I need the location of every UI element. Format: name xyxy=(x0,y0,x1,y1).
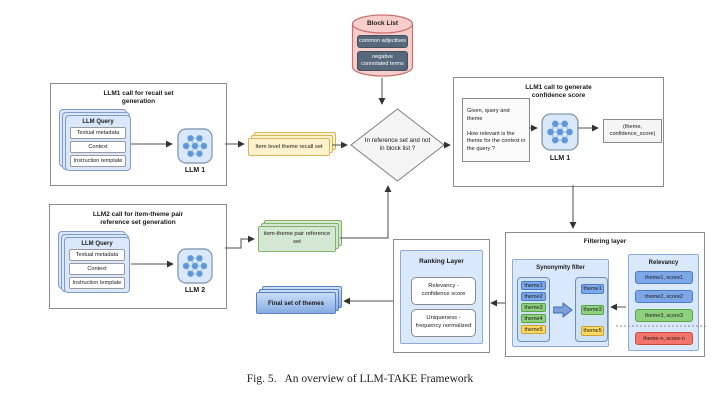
prompt-box: Given, query and theme How relevant is t… xyxy=(462,98,530,162)
ranking-uniqueness-item: Uniqueness - frequency normalized xyxy=(411,309,476,337)
filtering-layer-title: Filtering layer xyxy=(583,238,627,245)
llm1-label: LLM 1 xyxy=(184,167,206,174)
reference-set-box-title: LLM2 call for item-theme pair reference … xyxy=(92,211,184,227)
block-list-title: Block List xyxy=(366,20,399,27)
synonymity-filter-panel: Synonymity filter theme1 theme2 theme3 t… xyxy=(512,259,609,347)
theme-score-chip: theme1, score1 xyxy=(635,271,693,284)
block-list-item: common adjectives xyxy=(357,35,408,48)
llm2-network-icon xyxy=(177,248,213,284)
query-row-instruction-template: Instruction template xyxy=(70,155,126,167)
theme-score-chip: theme-n, score-n xyxy=(635,332,693,345)
figure-caption: Fig. 5. An overview of LLM-TAKE Framewor… xyxy=(246,373,474,385)
synonymity-filter-title: Synonymity filter xyxy=(536,265,585,271)
llm1-label: LLM 1 xyxy=(549,155,571,162)
llm-query-title: LLM Query xyxy=(82,119,114,125)
llm2-label: LLM 2 xyxy=(184,287,206,294)
query-row-context: Context xyxy=(69,263,125,275)
theme-chip: theme5 xyxy=(581,326,604,336)
item-theme-pair-reference-set: item-theme pair reference set xyxy=(258,220,344,254)
ranking-layer-panel: Ranking Layer Relevancy - confidence sco… xyxy=(400,250,483,344)
query-row-textual-metadata: Textual metadata xyxy=(70,127,126,139)
decision-text: In reference set and not in block list ? xyxy=(364,137,431,152)
llm1-network-icon xyxy=(541,113,579,151)
final-set-label: Final set of themes xyxy=(256,292,336,314)
confidence-score-box: LLM1 call to generate confidence score G… xyxy=(453,77,664,187)
synonymity-output-box: theme1 theme3 theme5 xyxy=(575,277,608,342)
reference-set-box: LLM2 call for item-theme pair reference … xyxy=(49,204,227,309)
reference-set-label: item-theme pair reference set xyxy=(258,226,336,252)
theme-score-chip: theme3, score3 xyxy=(635,309,693,322)
ranking-layer-title: Ranking Layer xyxy=(419,258,464,265)
llm-query-stack: LLM Query Textual metadata Context Instr… xyxy=(59,109,131,171)
final-set-of-themes: Final set of themes xyxy=(256,286,342,316)
theme-chip: theme3 xyxy=(521,303,546,312)
query-row-instruction-template: Instruction template xyxy=(69,277,125,289)
recall-set-box-title: LLM1 call for recall set generation xyxy=(103,90,174,106)
query-row-context: Context xyxy=(70,141,126,153)
decision-diamond: In reference set and not in block list ? xyxy=(350,108,445,182)
theme-confidence-output: (theme, confidence_score) xyxy=(603,119,662,143)
recall-set-box: LLM1 call for recall set generation LLM … xyxy=(50,83,227,186)
confidence-box-title: LLM1 call to generate confidence score xyxy=(525,84,592,100)
theme-score-chip: theme2, score2 xyxy=(635,290,693,303)
relevancy-title: Relevancy xyxy=(648,260,679,266)
block-list-cylinder: Block List common adjectives negative co… xyxy=(351,13,414,78)
item-level-theme-recall-set: Item level theme recall set xyxy=(248,132,338,160)
relevancy-panel: Relevancy theme1, score1 theme2, score2 … xyxy=(628,254,699,351)
theme-chip: theme4 xyxy=(521,314,546,323)
synonymity-input-box: theme1 theme2 theme3 theme4 theme5 xyxy=(517,277,550,342)
query-row-textual-metadata: Textual metadata xyxy=(69,249,125,261)
ranking-relevancy-item: Relevancy - confidence score xyxy=(411,277,476,305)
theme-chip: theme2 xyxy=(521,292,546,301)
block-list-item: negative connotated terms xyxy=(357,51,408,71)
theme-chip: theme1 xyxy=(521,281,546,290)
filter-arrow-icon xyxy=(553,301,573,319)
theme-chip: theme5 xyxy=(521,325,546,334)
theme-chip: theme3 xyxy=(581,305,604,315)
ranking-layer-box: Ranking Layer Relevancy - confidence sco… xyxy=(393,239,490,353)
llm-query-title: LLM Query xyxy=(81,241,113,247)
llm-query-stack: LLM Query Textual metadata Context Instr… xyxy=(58,231,130,293)
theme-chip: theme1 xyxy=(581,284,604,294)
llm1-network-icon xyxy=(177,128,213,164)
recall-set-label: Item level theme recall set xyxy=(248,138,330,156)
filtering-layer-box: Filtering layer Synonymity filter theme1… xyxy=(505,232,705,357)
